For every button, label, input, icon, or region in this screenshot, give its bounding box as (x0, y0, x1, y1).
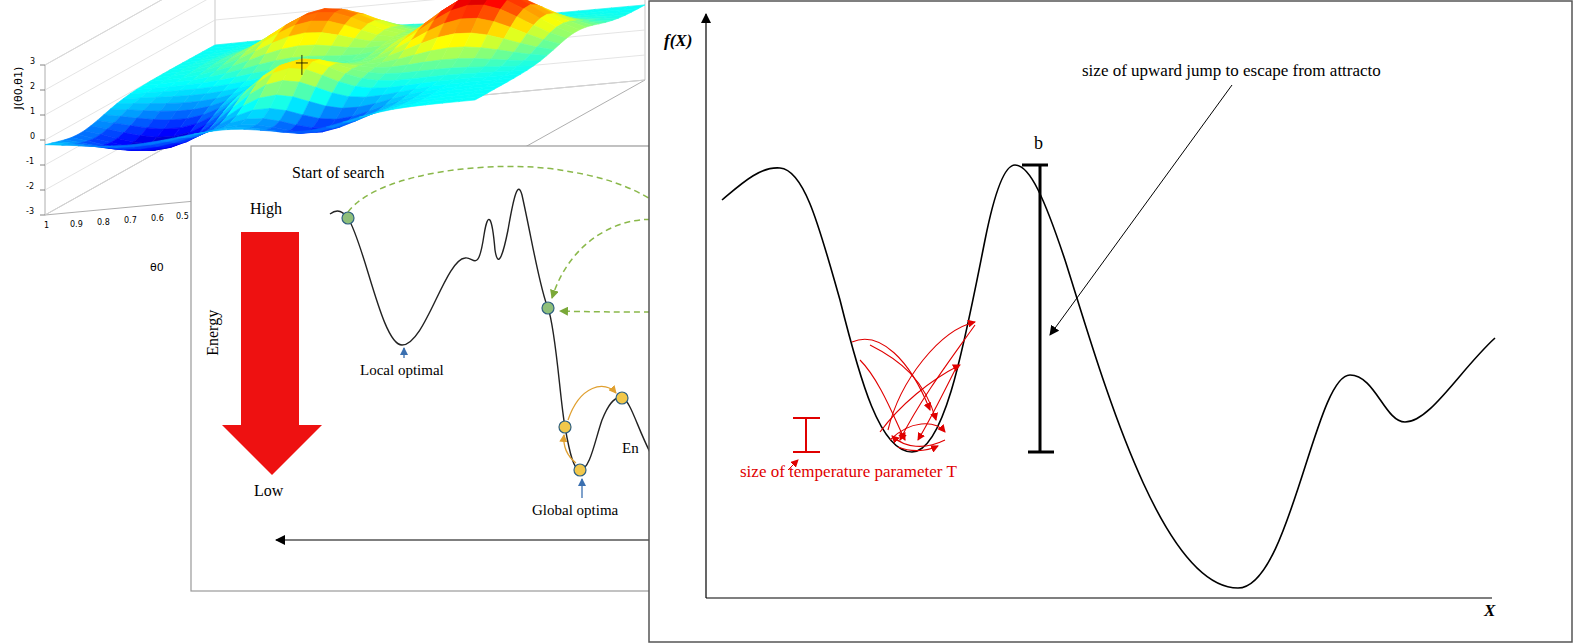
surface-patch (161, 137, 184, 141)
surface-patch (459, 96, 482, 101)
plot-frame (45, 70, 215, 165)
axis-title: θ0 (150, 262, 164, 274)
surface-patch (524, 54, 547, 61)
scale-label: High (250, 200, 282, 218)
axis-title: X (1484, 602, 1495, 621)
plot-frame (45, 20, 215, 115)
tick-label: 2 (30, 83, 35, 92)
temperature-panel (649, 1, 1572, 642)
plot-frame (301, 55, 302, 75)
tick-label: 0.9 (70, 221, 83, 230)
cut-label: En (622, 440, 639, 457)
plot-frame (45, 0, 215, 65)
plot-frame (40, 140, 45, 141)
plot-frame (45, 120, 215, 215)
plot-frame (40, 115, 45, 116)
plot-frame (45, 45, 215, 140)
tick-label: -2 (26, 183, 34, 192)
tick-label: 1 (44, 222, 49, 231)
tick-label: -3 (26, 208, 34, 217)
plot-frame (45, 95, 215, 190)
optimum-label: Global optima (532, 502, 618, 519)
plot-frame (215, 5, 645, 45)
surface-patch (376, 106, 399, 113)
callout-text: size of upward jump to escape from attra… (1082, 62, 1381, 81)
callout-text: size of temperature parameter T (740, 463, 957, 482)
plot-frame (215, 0, 645, 20)
optimum-label: Local optimal (360, 362, 444, 379)
plot-frame (40, 215, 45, 216)
tick-label: 0.7 (124, 217, 137, 226)
tick-label: 0.8 (97, 219, 110, 228)
axis-title: J(θ0,θ1) (13, 67, 25, 110)
annealing-panel (191, 146, 661, 591)
plot-frame (40, 190, 45, 191)
plot-frame (40, 165, 45, 166)
plot-frame (40, 90, 45, 91)
tick-label: -1 (26, 158, 34, 167)
plot-frame (45, 0, 215, 90)
tick-label: 0.6 (151, 215, 164, 224)
plot-frame (45, 120, 215, 215)
plot-frame (40, 65, 45, 66)
dimension-label: b (1034, 134, 1043, 154)
tick-label: 1 (30, 108, 35, 117)
plot-frame (645, 0, 646, 80)
surface-patch (326, 122, 349, 128)
tick-label: 0 (30, 133, 35, 142)
axis-title: f(X) (664, 32, 692, 51)
surface-patch (517, 61, 540, 67)
plot-frame (45, 0, 215, 65)
tick-label: 0.5 (176, 213, 189, 222)
scale-label: Low (254, 482, 283, 500)
axis-title: Energy (204, 310, 222, 356)
tick-label: 3 (30, 58, 35, 67)
start-label: Start of search (292, 164, 384, 182)
